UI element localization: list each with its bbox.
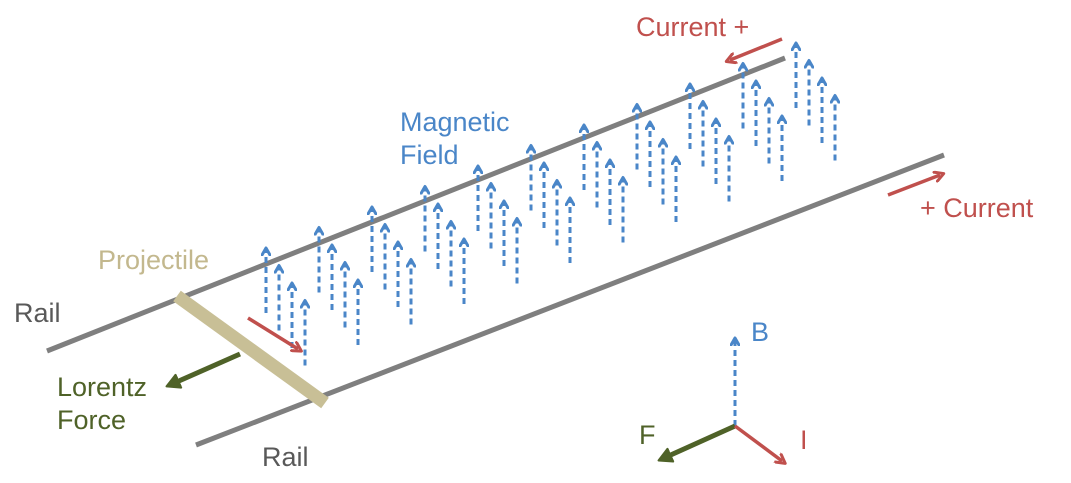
magnetic-field-label-line1: Magnetic [400,107,510,137]
projectile-label: Projectile [98,245,210,275]
rail-top-label: Rail [14,298,61,328]
current-top-label: Current + [636,12,750,42]
axis-f-label: F [639,420,656,450]
axis-i-label: I [800,425,808,455]
lorentz-force-arrow [165,351,242,389]
axis-i-arrow [733,424,782,461]
projectile-bar [173,290,329,409]
axis-b-label: B [751,317,770,347]
magnetic-field-label-line2: Field [400,140,459,170]
axis-f-arrow [657,423,737,463]
current-top-arrow [730,37,783,60]
lorentz-force-label-line1: Lorentz [57,372,148,402]
rail-top [46,55,786,354]
rail-bottom-label: Rail [262,442,309,472]
magnetic-field-arrows [266,46,835,366]
current-right-arrow [887,175,940,197]
lorentz-force-label-line2: Force [57,405,127,435]
rail-bottom [195,152,945,448]
current-in-arrow [247,316,298,349]
current-right-label: + Current [920,193,1034,223]
